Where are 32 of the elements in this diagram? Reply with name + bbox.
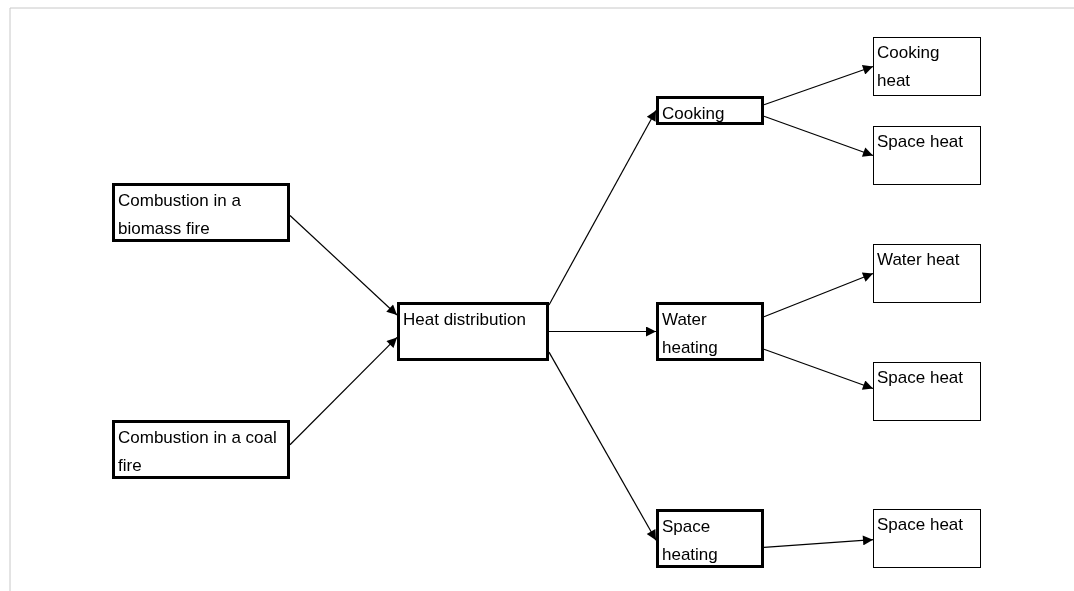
arrow bbox=[763, 348, 874, 390]
arrow bbox=[548, 351, 657, 541]
node-label: Space heat bbox=[877, 514, 964, 536]
node-label: Water heating bbox=[662, 309, 719, 359]
arrow bbox=[548, 326, 657, 337]
arrow bbox=[548, 109, 657, 306]
process-box bbox=[112, 183, 290, 242]
node-label: Cooking heat bbox=[877, 42, 941, 92]
process-box bbox=[656, 509, 764, 568]
arrow bbox=[763, 65, 874, 106]
node-label: Space heating bbox=[662, 516, 719, 566]
process-box bbox=[873, 244, 981, 303]
process-box bbox=[112, 420, 290, 479]
process-box bbox=[873, 37, 981, 96]
process-box bbox=[656, 302, 764, 361]
arrow bbox=[289, 214, 398, 316]
process-box bbox=[873, 509, 981, 568]
node-label: Combustion in a coal fire bbox=[118, 427, 278, 477]
node-label: Water heat bbox=[877, 249, 961, 271]
node-label: Space heat bbox=[877, 131, 964, 153]
arrow bbox=[763, 272, 874, 318]
process-box bbox=[873, 126, 981, 185]
process-box bbox=[656, 96, 764, 125]
arrow bbox=[763, 115, 874, 157]
arrow bbox=[763, 535, 874, 548]
process-box bbox=[873, 362, 981, 421]
arrow bbox=[289, 336, 398, 446]
process-box bbox=[397, 302, 549, 361]
node-label: Cooking bbox=[662, 103, 726, 125]
node-label: Space heat bbox=[877, 367, 964, 389]
node-label: Heat distribution bbox=[403, 309, 527, 331]
node-label: Combustion in a biomass fire bbox=[118, 190, 242, 240]
